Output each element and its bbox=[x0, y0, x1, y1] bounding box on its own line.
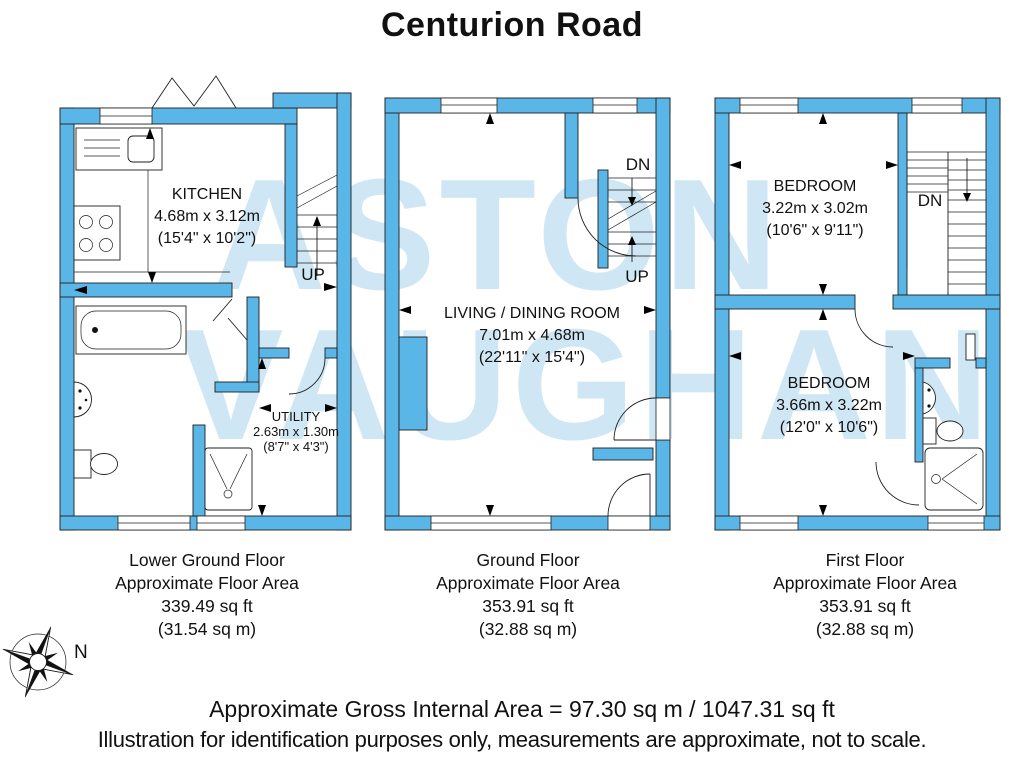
caption-first-floor: First Floor Approximate Floor Area 353.9… bbox=[773, 549, 957, 641]
kitchen-sink bbox=[75, 127, 163, 171]
room-label-bedroom2: BEDROOM 3.66m x 3.22m (12'0" x 10'6") bbox=[776, 373, 882, 439]
compass-icon bbox=[2, 626, 74, 698]
room-dims-metric: 3.22m x 3.02m bbox=[762, 200, 868, 217]
room-dims-metric: 3.66m x 3.22m bbox=[776, 397, 882, 414]
caption-line: 353.91 sq ft bbox=[819, 596, 911, 616]
first-floor-plan bbox=[714, 97, 1001, 531]
shower bbox=[924, 447, 984, 511]
window bbox=[99, 107, 246, 531]
room-dims-imperial: (12'0" x 10'6") bbox=[779, 419, 879, 436]
caption-line: (32.88 sq m) bbox=[478, 619, 578, 639]
room-label-bedroom1: BEDROOM 3.22m x 3.02m (10'6" x 9'11") bbox=[762, 176, 868, 242]
stair-label-up-lg: UP bbox=[301, 265, 325, 284]
bathtub bbox=[75, 305, 187, 355]
wash-basin bbox=[73, 381, 92, 418]
light-well-zigzag bbox=[151, 75, 237, 109]
caption-line: 353.91 sq ft bbox=[482, 596, 574, 616]
watermark-line1: ASTON bbox=[212, 147, 783, 323]
room-dims-imperial: (8'7" x 4'3") bbox=[263, 439, 329, 454]
compass-north-label: N bbox=[74, 642, 88, 663]
lower-ground-floor-plan bbox=[59, 75, 352, 531]
room-dims-metric: 4.68m x 3.12m bbox=[154, 208, 260, 225]
toilet bbox=[922, 417, 964, 445]
caption-line: Lower Ground Floor bbox=[129, 550, 285, 570]
chimney-breast bbox=[398, 336, 428, 431]
staircase-up-down bbox=[607, 177, 657, 262]
room-label-kitchen: KITCHEN 4.68m x 3.12m (15'4" x 10'2") bbox=[154, 184, 260, 250]
caption-line: First Floor bbox=[825, 550, 905, 570]
stair-label-dn-gf: DN bbox=[625, 155, 651, 174]
caption-line: Approximate Floor Area bbox=[115, 573, 299, 593]
door-swing bbox=[212, 298, 326, 395]
caption-line: Approximate Floor Area bbox=[436, 573, 620, 593]
caption-line: Approximate Floor Area bbox=[773, 573, 957, 593]
room-dims-imperial: (10'6" x 9'11") bbox=[766, 222, 864, 239]
room-dims-imperial: (15'4" x 10'2") bbox=[157, 230, 257, 247]
room-name: KITCHEN bbox=[171, 186, 243, 203]
page-title: Centurion Road bbox=[381, 6, 643, 44]
room-name: LIVING / DINING ROOM bbox=[443, 305, 621, 322]
caption-line: 339.49 sq ft bbox=[161, 596, 253, 616]
room-dims-metric: 7.01m x 4.68m bbox=[479, 327, 585, 344]
room-name: BEDROOM bbox=[787, 375, 871, 392]
room-label-living-dining: LIVING / DINING ROOM 7.01m x 4.68m (22'1… bbox=[444, 303, 620, 369]
room-label-utility: UTILITY 2.63m x 1.30m (8'7" x 4'3") bbox=[253, 409, 339, 454]
kitchen-hob bbox=[73, 205, 121, 261]
stair-label-up-gf: UP bbox=[625, 267, 649, 286]
room-name: BEDROOM bbox=[773, 178, 857, 195]
window bbox=[739, 97, 985, 531]
shower bbox=[204, 447, 253, 511]
dimension-arrows bbox=[729, 113, 915, 516]
caption-ground-floor: Ground Floor Approximate Floor Area 353.… bbox=[436, 549, 620, 641]
dimension-arrows bbox=[399, 113, 656, 516]
window bbox=[430, 97, 671, 531]
room-dims-metric: 2.63m x 1.30m bbox=[253, 424, 339, 439]
caption-line: Ground Floor bbox=[476, 550, 580, 570]
dimension-arrows bbox=[74, 128, 337, 516]
gross-internal-area-text: Approximate Gross Internal Area = 97.30 … bbox=[209, 696, 835, 722]
toilet bbox=[73, 449, 118, 479]
stair-label-dn-ff: DN bbox=[917, 191, 943, 210]
caption-line: (32.88 sq m) bbox=[815, 619, 915, 639]
staircase-up bbox=[296, 174, 338, 276]
caption-line: (31.54 sq m) bbox=[157, 619, 257, 639]
wash-basin bbox=[922, 381, 936, 415]
room-dims-imperial: (22'11" x 15'4") bbox=[478, 349, 586, 366]
door-swing bbox=[577, 197, 657, 517]
caption-lower-ground-floor: Lower Ground Floor Approximate Floor Are… bbox=[115, 549, 299, 641]
staircase-down bbox=[906, 151, 986, 295]
door-swing bbox=[854, 308, 976, 506]
disclaimer-text: Illustration for identification purposes… bbox=[97, 727, 927, 752]
room-name: UTILITY bbox=[271, 409, 321, 424]
ground-floor-plan bbox=[384, 97, 671, 531]
